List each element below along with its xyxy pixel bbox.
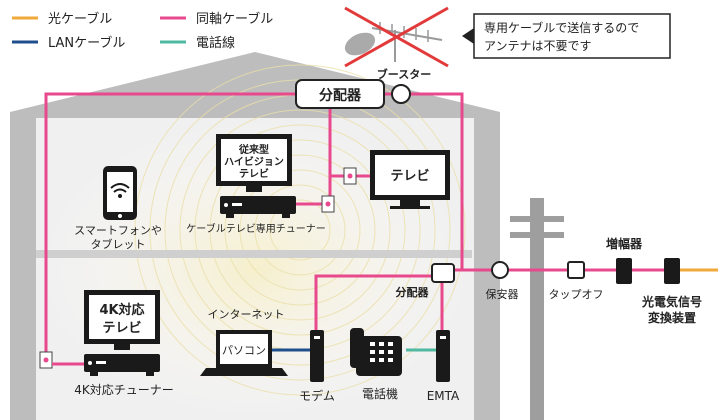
emta-label: EMTA: [427, 389, 460, 403]
tap-off-label: タップオフ: [549, 288, 604, 301]
smartphone-line1: スマートフォンや: [74, 224, 162, 237]
legend-coax: 同軸ケーブル: [196, 11, 273, 27]
tv-4k: 4K対応 テレビ: [84, 290, 160, 350]
optical-converter: 光電気信号 変換装置: [641, 258, 702, 325]
modem-label: モデム: [299, 388, 335, 403]
legend: 光ケーブル 同軸ケーブル LANケーブル 電話線: [12, 11, 273, 51]
right-tv: テレビ: [370, 150, 450, 209]
inner-splitter-label: 分配器: [396, 285, 430, 299]
main-splitter-label: 分配器: [319, 88, 362, 104]
amplifier-label: 増幅器: [606, 236, 643, 251]
emta: EMTA: [427, 330, 460, 403]
note-line1: 専用ケーブルで送信するので: [484, 20, 639, 35]
note-line2: アンテナは不要です: [484, 39, 592, 53]
protector: 保安器: [486, 261, 519, 301]
tv-right-label: テレビ: [390, 168, 429, 184]
old-hd-tv: 従来型 ハイビジョン テレビ: [216, 134, 292, 192]
tv-4k-line1: 4K対応: [99, 302, 144, 318]
smartphone: スマートフォンや タブレット: [74, 166, 162, 251]
inner-splitter: 分配器: [396, 263, 455, 299]
internet-label: インターネット: [208, 308, 285, 321]
booster: ブースター: [377, 67, 431, 104]
tv-old-line2: ハイビジョン: [224, 155, 284, 168]
wifi-icon: [110, 183, 130, 198]
legend-fiber: 光ケーブル: [48, 11, 112, 27]
tv-old-line3: テレビ: [239, 167, 269, 180]
tv-old-line1: 従来型: [238, 143, 269, 156]
antenna-crossed-icon: [344, 6, 449, 68]
modem: モデム: [299, 330, 335, 403]
main-splitter: 分配器: [295, 79, 385, 109]
smartphone-line2: タブレット: [91, 237, 146, 251]
old-tuner: ケーブルテレビ専用チューナー: [186, 196, 326, 235]
tv-4k-line2: テレビ: [102, 320, 141, 336]
wall-outlet-right-tv: [343, 167, 357, 185]
wall-outlet-4k: [39, 351, 53, 369]
legend-lan: LANケーブル: [48, 35, 125, 51]
phone-label: 電話機: [362, 386, 398, 401]
note-callout: 専用ケーブルで送信するので アンテナは不要です: [462, 13, 671, 59]
tap-off: タップオフ: [549, 261, 604, 301]
tv-old-tuner-label: ケーブルテレビ専用チューナー: [186, 222, 325, 235]
protector-label: 保安器: [486, 287, 519, 301]
tuner-4k: 4K対応チューナー: [74, 354, 174, 397]
telephone: 電話機: [350, 328, 402, 401]
tuner-4k-label: 4K対応チューナー: [74, 383, 174, 397]
utility-pole: [510, 198, 564, 420]
legend-phone: 電話線: [196, 35, 235, 51]
converter-line1: 光電気信号: [641, 294, 702, 309]
amplifier: 増幅器: [606, 236, 643, 284]
laptop: インターネット パソコン: [200, 308, 288, 376]
wall-outlet-old-tuner: [321, 195, 335, 213]
converter-line2: 変換装置: [648, 310, 696, 325]
pc-label: パソコン: [222, 344, 266, 357]
floor: [36, 250, 472, 258]
booster-label: ブースター: [377, 67, 431, 81]
